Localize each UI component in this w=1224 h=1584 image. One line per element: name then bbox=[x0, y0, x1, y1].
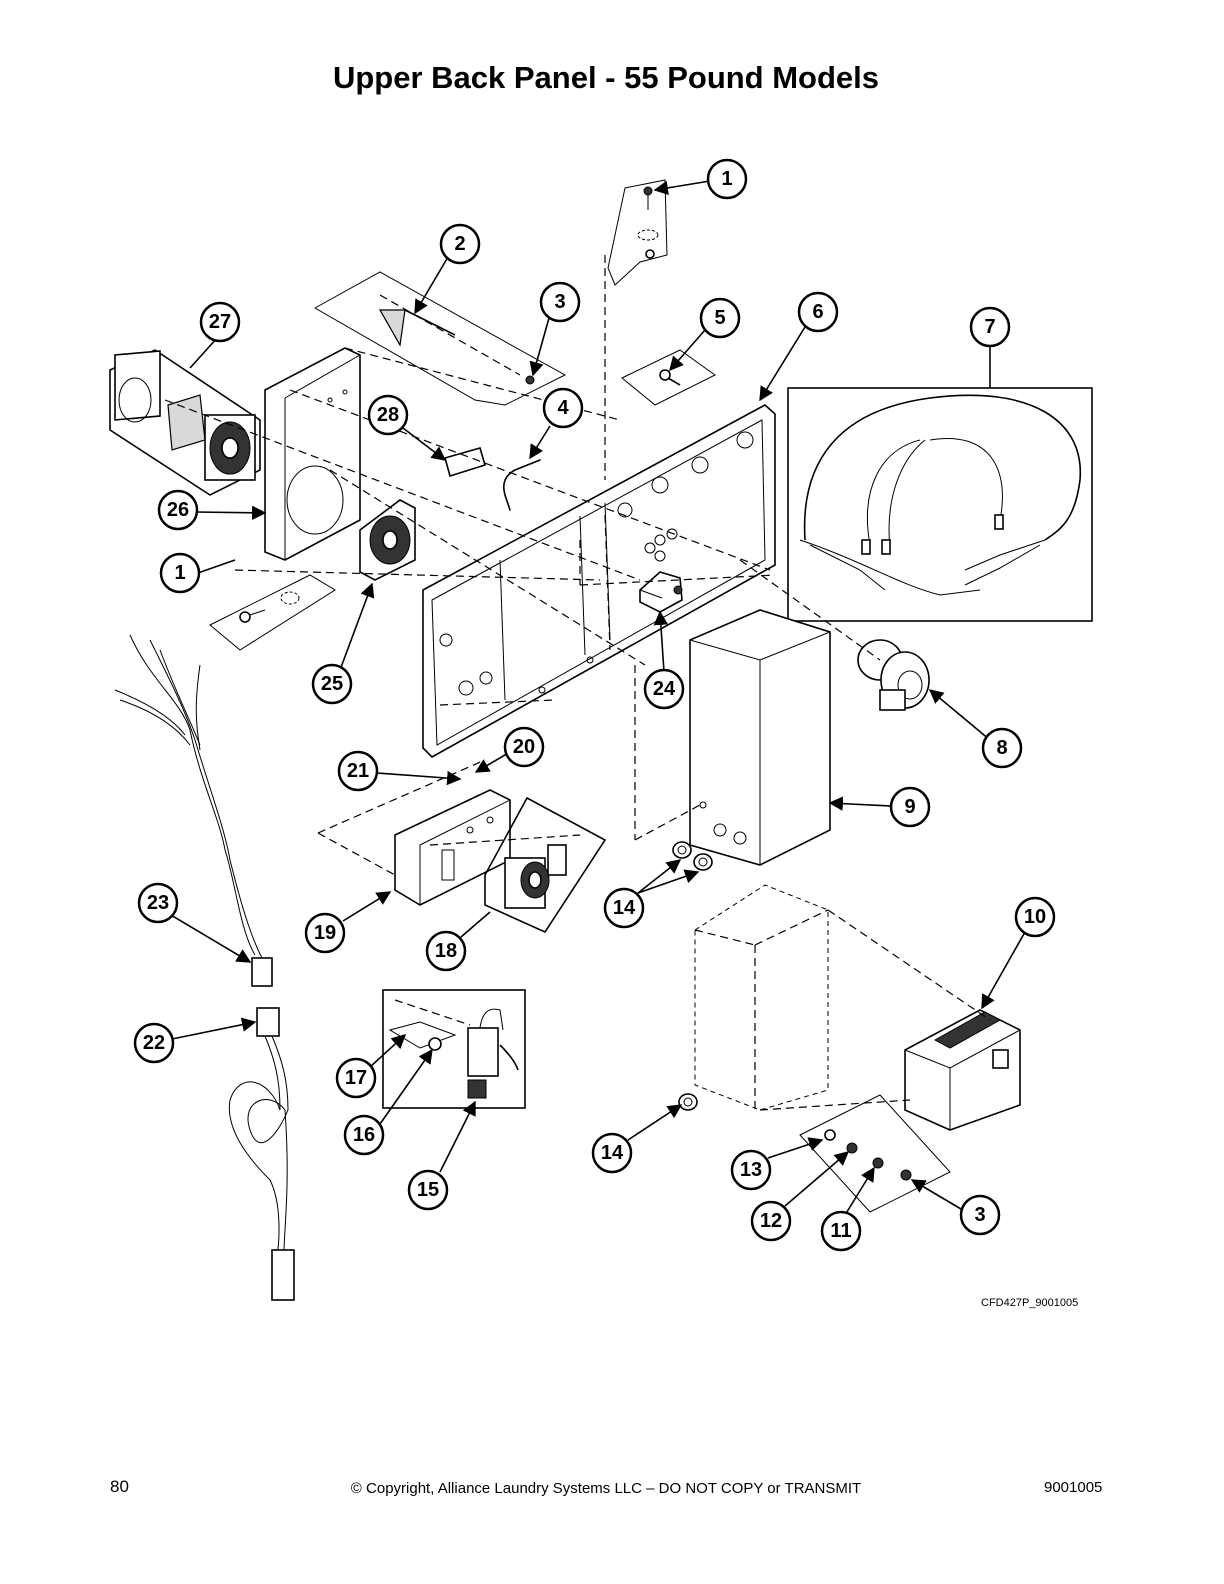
callout-5: 5 bbox=[699, 297, 741, 339]
motor-drive bbox=[694, 884, 1021, 1131]
wire-harness-22 bbox=[228, 1007, 295, 1301]
callout-23: 23 bbox=[137, 882, 179, 924]
callout-27: 27 bbox=[199, 301, 241, 343]
callout-14-upper: 14 bbox=[603, 887, 645, 929]
callout-label: 14 bbox=[613, 897, 636, 919]
control-box bbox=[689, 609, 831, 866]
callout-label: 22 bbox=[143, 1032, 165, 1054]
callout-label: 13 bbox=[740, 1159, 762, 1181]
callout-25: 25 bbox=[311, 663, 353, 705]
wire-harness-inset bbox=[787, 387, 1093, 622]
callout-12: 12 bbox=[750, 1200, 792, 1242]
callout-label: 2 bbox=[454, 233, 465, 255]
back-panel bbox=[422, 404, 776, 758]
callout-10: 10 bbox=[1014, 896, 1056, 938]
callout-7: 7 bbox=[969, 306, 1011, 348]
callout-2: 2 bbox=[439, 223, 481, 265]
callout-label: 15 bbox=[417, 1179, 439, 1201]
callout-label: 18 bbox=[435, 940, 457, 962]
callout-15: 15 bbox=[407, 1169, 449, 1211]
callout-9: 9 bbox=[889, 786, 931, 828]
callout-28: 28 bbox=[367, 394, 409, 436]
grommets bbox=[672, 841, 713, 1111]
detail-inset-11-13 bbox=[799, 1094, 951, 1213]
fan-guard bbox=[109, 349, 261, 496]
detail-inset-5 bbox=[621, 349, 716, 406]
callout-19: 19 bbox=[304, 912, 346, 954]
callout-label: 21 bbox=[347, 760, 369, 782]
document-number: 9001005 bbox=[1044, 1479, 1103, 1496]
callout-13: 13 bbox=[730, 1149, 772, 1191]
cooling-fan bbox=[359, 499, 416, 581]
detail-inset-1-top bbox=[604, 179, 668, 480]
detail-inset-1-left bbox=[209, 574, 336, 651]
callout-label: 8 bbox=[996, 737, 1007, 759]
callout-1-left: 1 bbox=[159, 552, 201, 594]
pressure-switch bbox=[857, 639, 930, 711]
callout-1-top: 1 bbox=[706, 158, 748, 200]
detail-inset-15-17 bbox=[382, 989, 526, 1109]
bracket bbox=[394, 789, 511, 906]
callout-14-lower: 14 bbox=[591, 1132, 633, 1174]
callout-label: 6 bbox=[812, 301, 823, 323]
callout-17: 17 bbox=[335, 1057, 377, 1099]
page-number: 80 bbox=[110, 1477, 129, 1496]
figure-code: CFD427P_9001005 bbox=[981, 1297, 1079, 1309]
callout-11: 11 bbox=[820, 1210, 862, 1252]
callout-label: 3 bbox=[974, 1204, 985, 1226]
detail-inset-2-3 bbox=[313, 271, 567, 406]
callout-label: 16 bbox=[353, 1124, 375, 1146]
callout-21: 21 bbox=[337, 750, 379, 792]
callout-22: 22 bbox=[133, 1022, 175, 1064]
page-title: Upper Back Panel - 55 Pound Models bbox=[332, 60, 880, 95]
label-plate bbox=[444, 447, 486, 478]
copyright-notice: © Copyright, Alliance Laundry Systems LL… bbox=[350, 1480, 862, 1497]
callout-label: 1 bbox=[721, 168, 732, 190]
callout-label: 9 bbox=[904, 796, 915, 818]
callout-label: 12 bbox=[760, 1210, 782, 1232]
callout-label: 27 bbox=[209, 311, 231, 333]
callout-label: 24 bbox=[653, 678, 676, 700]
callout-3-lower: 3 bbox=[959, 1194, 1001, 1236]
fan-housing bbox=[264, 347, 361, 561]
callout-label: 14 bbox=[601, 1142, 624, 1164]
callout-label: 11 bbox=[830, 1220, 851, 1242]
callout-label: 17 bbox=[345, 1067, 367, 1089]
wire-harness-23 bbox=[114, 634, 273, 987]
callout-6: 6 bbox=[797, 291, 839, 333]
callout-label: 1 bbox=[174, 562, 185, 584]
blower-inset bbox=[484, 796, 607, 934]
callout-label: 5 bbox=[714, 307, 725, 329]
callout-label: 3 bbox=[554, 291, 565, 313]
callout-label: 4 bbox=[557, 397, 569, 419]
callout-20: 20 bbox=[503, 726, 545, 768]
callout-8: 8 bbox=[981, 727, 1023, 769]
callout-label: 10 bbox=[1024, 906, 1046, 928]
callout-16: 16 bbox=[343, 1114, 385, 1156]
callout-18: 18 bbox=[425, 930, 467, 972]
callout-3-top: 3 bbox=[539, 281, 581, 323]
leader-lines bbox=[170, 180, 1026, 1216]
callout-label: 7 bbox=[984, 316, 995, 338]
callout-label: 19 bbox=[314, 922, 336, 944]
callout-label: 25 bbox=[321, 673, 343, 695]
relay-module bbox=[639, 571, 683, 613]
callout-label: 20 bbox=[513, 736, 535, 758]
callout-label: 26 bbox=[167, 499, 189, 521]
callout-4: 4 bbox=[542, 387, 584, 429]
callout-label: 28 bbox=[377, 404, 399, 426]
callout-24: 24 bbox=[643, 668, 685, 710]
callout-26: 26 bbox=[157, 489, 199, 531]
callout-label: 23 bbox=[147, 892, 169, 914]
